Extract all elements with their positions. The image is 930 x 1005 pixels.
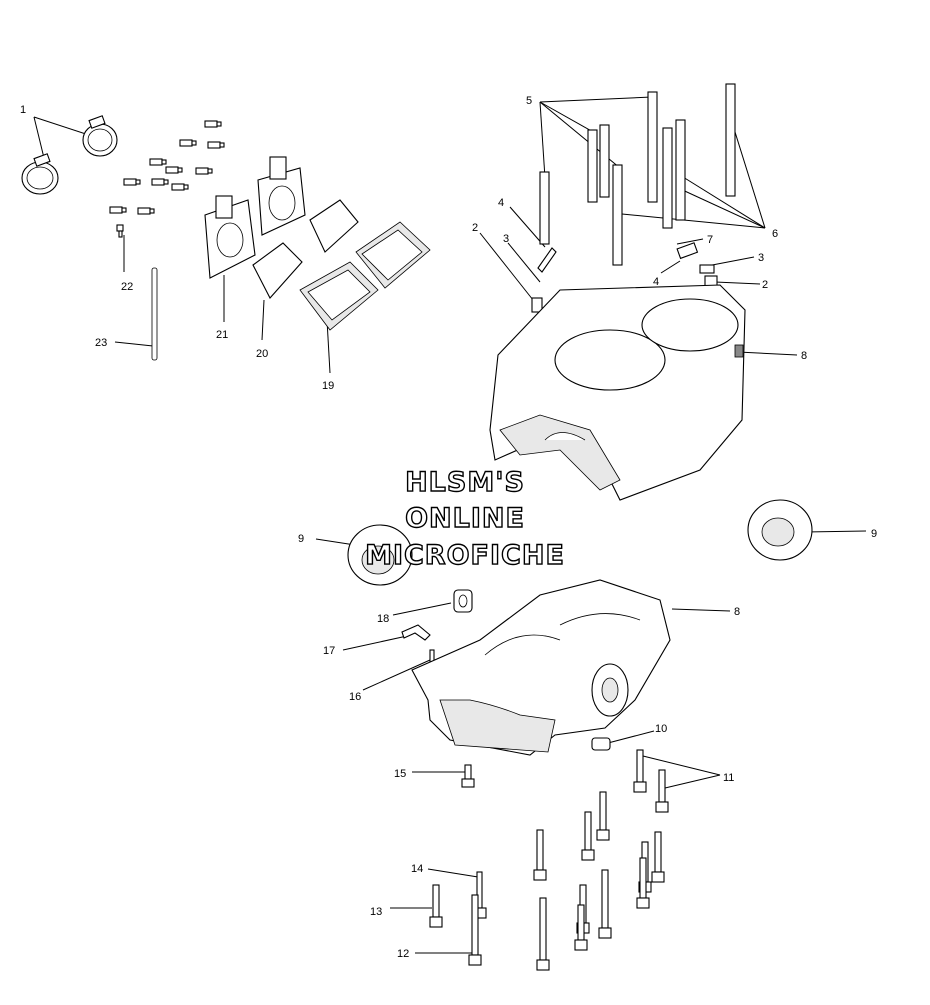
reed-blocks <box>252 199 431 331</box>
callout-9-left: 9 <box>298 533 304 545</box>
watermark-line-3: MICROFICHE <box>365 540 565 571</box>
callout-2-left: 2 <box>472 222 478 234</box>
hose-clamps <box>21 115 118 195</box>
watermark: HLSM'S ONLINE MICROFICHE <box>364 466 565 571</box>
callout-labels: 1 2 2 3 3 4 4 5 6 7 8 8 9 9 10 11 12 13 … <box>20 95 877 960</box>
strip-gasket <box>151 267 158 361</box>
callout-3-left: 3 <box>503 233 509 245</box>
callout-22: 22 <box>121 281 133 293</box>
callout-8-upper: 8 <box>801 350 807 362</box>
callout-9-right: 9 <box>871 528 877 540</box>
callout-10: 10 <box>655 723 667 735</box>
bearing-and-fittings <box>401 589 473 665</box>
callout-2-right: 2 <box>762 279 768 291</box>
upper-crankcase <box>489 284 746 501</box>
callout-14: 14 <box>411 863 423 875</box>
callout-21: 21 <box>216 329 228 341</box>
watermark-line-1: HLSM'S <box>405 467 525 498</box>
callout-20: 20 <box>256 348 268 360</box>
leader-lines <box>33 96 867 954</box>
callout-1: 1 <box>20 104 26 116</box>
callout-6: 6 <box>772 228 778 240</box>
callout-4-left: 4 <box>498 197 504 209</box>
callout-8-lower: 8 <box>734 606 740 618</box>
callout-11: 11 <box>723 772 734 784</box>
callout-16: 16 <box>349 691 361 703</box>
callout-3-right: 3 <box>758 252 764 264</box>
callout-19: 19 <box>322 380 334 392</box>
callout-17: 17 <box>323 645 335 657</box>
lower-crankcase <box>411 579 671 756</box>
callout-5: 5 <box>526 95 532 107</box>
intake-adapters <box>204 156 306 279</box>
cylinder-studs <box>539 83 736 266</box>
callout-23: 23 <box>95 337 107 349</box>
drain-plug <box>591 737 611 751</box>
callout-7: 7 <box>707 234 713 246</box>
case-bolts <box>429 749 669 971</box>
callout-15: 15 <box>394 768 406 780</box>
callout-13: 13 <box>370 906 382 918</box>
small-bolts-group <box>109 120 225 238</box>
callout-18: 18 <box>377 613 389 625</box>
callout-4-right: 4 <box>653 276 659 288</box>
callout-12: 12 <box>397 948 409 960</box>
crank-seals <box>347 499 813 586</box>
watermark-line-2: ONLINE <box>405 503 525 534</box>
